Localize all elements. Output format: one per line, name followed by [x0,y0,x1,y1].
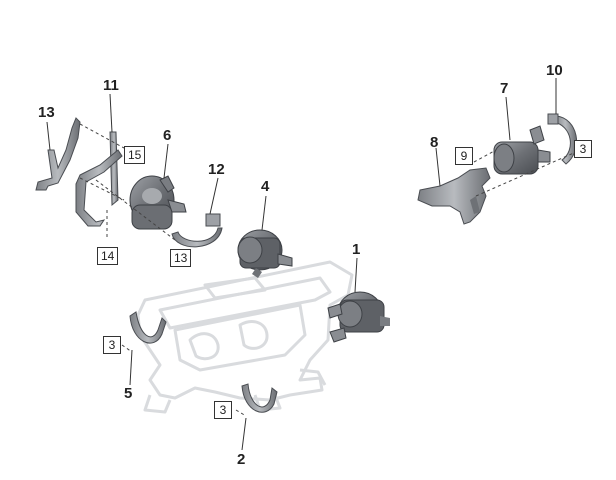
box-3-left: 3 [103,336,121,354]
callout-13-top-left: 13 [38,104,55,121]
box-9: 9 [455,147,473,165]
clamp-2 [241,383,278,413]
callout-10: 10 [546,62,563,79]
box-13: 13 [170,249,192,267]
callout-2: 2 [237,451,246,468]
callout-5: 5 [124,385,133,402]
box-15: 15 [124,146,146,164]
clamp-10 [547,113,577,165]
clamp-5 [129,311,167,344]
callout-12: 12 [208,161,225,178]
leader-lines [46,78,557,451]
callout-1: 1 [352,241,361,258]
callout-4: 4 [261,178,270,195]
callout-11: 11 [103,77,119,94]
pump-7 [493,125,551,175]
box-14: 14 [97,247,119,265]
pump-6 [129,175,187,230]
callout-6: 6 [163,127,172,144]
pump-4 [237,229,293,278]
box-3-right: 3 [574,140,592,158]
bracket-8 [417,167,491,225]
callout-7: 7 [500,80,509,97]
box-3-bottom: 3 [214,401,232,419]
clamp-12 [171,213,223,248]
callout-8: 8 [430,134,439,151]
pump-1 [327,291,390,343]
bracket-13-left [35,117,81,191]
bracket-11 [75,131,123,227]
dashed-leaders [79,123,577,417]
